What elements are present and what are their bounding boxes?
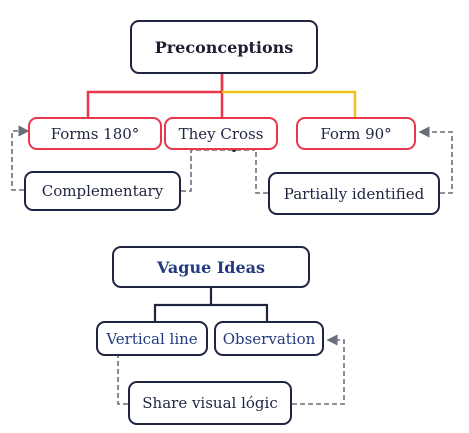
- node-partially-identified-label: Partially identified: [283, 184, 425, 203]
- node-forms-180: Forms 180°: [28, 117, 162, 150]
- node-vertical-line: Vertical line: [96, 321, 208, 356]
- link-partial-to-form90: [418, 126, 453, 194]
- link-share-to-observation: [292, 334, 345, 405]
- node-they-cross: They Cross: [164, 117, 278, 150]
- link-share-to-vertical: [117, 356, 128, 405]
- node-observation: Observation: [214, 321, 324, 356]
- node-form-90: Form 90°: [296, 117, 416, 150]
- link-root-to-forms180: [86, 74, 224, 117]
- link-complementary-to-theycross: [181, 149, 255, 192]
- node-vertical-line-label: Vertical line: [106, 329, 198, 348]
- node-preconceptions: Preconceptions: [130, 20, 318, 74]
- node-complementary-label: Complementary: [41, 182, 164, 200]
- node-preconceptions-label: Preconceptions: [154, 37, 294, 57]
- node-complementary: Complementary: [24, 171, 181, 211]
- node-vague-ideas: Vague Ideas: [112, 246, 310, 288]
- node-share-visual-logic-label: Share visual lógic: [142, 394, 278, 412]
- node-they-cross-label: They Cross: [178, 124, 264, 143]
- link-partial-to-theycross: [255, 150, 268, 194]
- link-root-to-form90: [222, 90, 357, 117]
- node-observation-label: Observation: [222, 329, 316, 348]
- link-complementary-to-forms180: [11, 125, 30, 191]
- node-forms-180-label: Forms 180°: [50, 124, 140, 143]
- link-vague-to-children: [153, 288, 269, 321]
- node-form-90-label: Form 90°: [320, 124, 392, 143]
- node-share-visual-logic: Share visual lógic: [128, 381, 292, 425]
- node-vague-ideas-label: Vague Ideas: [156, 257, 266, 277]
- node-partially-identified: Partially identified: [268, 172, 440, 215]
